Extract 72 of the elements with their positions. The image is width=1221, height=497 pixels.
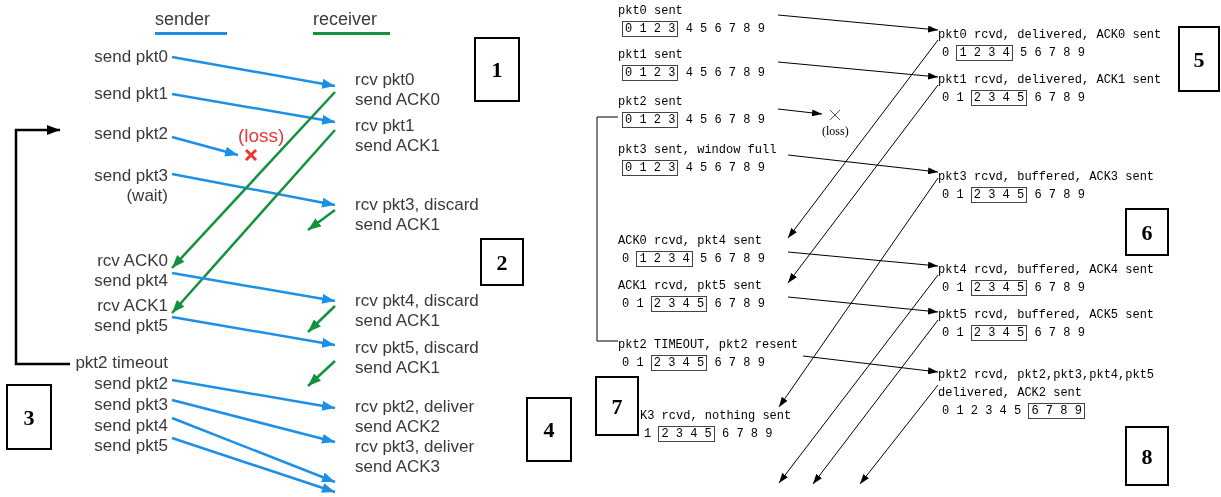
event-label: rcv pkt1 send ACK1 xyxy=(335,116,470,156)
arrow xyxy=(171,416,336,484)
arrow xyxy=(802,355,939,375)
event-label: ACK0 rcvd, pkt4 sent 0 1 2 3 4 5 6 7 8 9 xyxy=(618,232,788,270)
number-box: 1 xyxy=(474,37,520,102)
event-label: K3 rcvd, nothing sent 1 2 3 4 5 6 7 8 9 xyxy=(640,407,800,445)
arrow xyxy=(787,84,939,284)
event-label: send pkt5 xyxy=(56,436,172,457)
arrow xyxy=(171,315,336,348)
number-box: 8 xyxy=(1125,426,1169,486)
event-label: pkt3 rcvd, buffered, ACK3 sent 0 1 2 3 4 5 6 7 8 9 xyxy=(938,168,1170,206)
event-label: send pkt3 (wait) xyxy=(40,166,172,206)
arrow xyxy=(171,378,336,411)
event-label: pkt4 rcvd, buffered, ACK4 sent 0 1 2 3 4 5 6 7 8 9 xyxy=(938,261,1170,299)
event-label: rcv pkt5, discard send ACK1 xyxy=(335,338,490,378)
arrow xyxy=(171,172,336,208)
arrow xyxy=(787,154,939,175)
event-label: pkt0 sent 0 1 2 3 4 5 6 7 8 9 xyxy=(618,2,778,40)
legend-label: receiver xyxy=(313,8,378,30)
arrow xyxy=(307,360,336,387)
event-label: pkt1 sent 0 1 2 3 4 5 6 7 8 9 xyxy=(618,46,778,84)
event-label: rcv pkt3, discard send ACK1 xyxy=(335,195,485,235)
event-label: rcv ACK1 send pkt5 xyxy=(40,296,172,336)
event-label: send pkt1 xyxy=(40,84,172,105)
event-label: pkt0 rcvd, delivered, ACK0 sent 0 1 2 3 4 5 6 7 8 9 xyxy=(938,26,1170,64)
event-label: rcv pkt3, deliver send ACK3 xyxy=(335,437,500,495)
arrow xyxy=(778,274,939,484)
arrow xyxy=(14,125,70,366)
event-label: pkt5 rcvd, buffered, ACK5 sent 0 1 2 3 4 5 6 7 8 9 xyxy=(938,306,1170,344)
event-label: ACK1 rcvd, pkt5 sent 0 1 2 3 4 5 6 7 8 9 xyxy=(618,277,788,315)
event-label: rcv pkt0 send ACK0 xyxy=(335,70,470,110)
event-label: pkt2 TIMEOUT, pkt2 resent 0 1 2 3 4 5 6 7 8 9 xyxy=(618,336,803,374)
arrow xyxy=(777,14,939,33)
arrow xyxy=(777,108,823,117)
arrow xyxy=(171,129,336,314)
event-label: send pkt2 xyxy=(60,124,172,145)
arrow xyxy=(171,55,336,89)
arrow xyxy=(859,384,939,485)
event-label: rcv pkt4, discard send ACK1 xyxy=(335,291,490,331)
event-label: pkt3 sent, window full 0 1 2 3 4 5 6 7 8 9 xyxy=(618,141,788,179)
arrow xyxy=(171,436,336,494)
arrow xyxy=(171,91,336,269)
loss-label: (loss) xyxy=(238,125,285,146)
event-label: send pkt0 xyxy=(40,47,172,68)
event-label: send pkt2 xyxy=(56,374,172,395)
arrow xyxy=(777,61,939,80)
event-label: send pkt3 xyxy=(56,395,172,416)
number-box: 6 xyxy=(1125,208,1169,256)
arrow xyxy=(307,305,336,333)
arrow xyxy=(171,271,336,304)
arrow xyxy=(307,209,336,231)
arrow xyxy=(787,39,939,239)
arrow xyxy=(812,319,939,485)
arrow xyxy=(778,177,939,408)
number-box: 3 xyxy=(6,384,52,450)
arrow xyxy=(171,398,336,444)
legend-label: sender xyxy=(155,8,211,30)
arrow xyxy=(171,135,239,157)
number-box: 7 xyxy=(595,376,639,436)
event-label: pkt1 rcvd, delivered, ACK1 sent 0 1 2 3 4 5 6 7 8 9 xyxy=(938,71,1170,109)
arrow xyxy=(171,92,336,125)
number-box: 5 xyxy=(1178,26,1220,92)
event-label: pkt2 rcvd, pkt2,pkt3,pkt4,pkt5 delivered, ACK2 sent 0 1 2 3 4 5 6 7 8 9 xyxy=(938,366,1170,422)
arrow xyxy=(787,251,939,269)
event-label: pkt2 timeout xyxy=(70,353,172,374)
connector-line xyxy=(596,116,619,342)
event-label: pkt2 sent 0 1 2 3 4 5 6 7 8 9 xyxy=(618,93,778,131)
number-box: 2 xyxy=(480,238,524,286)
number-box: 4 xyxy=(526,397,572,462)
event-label: send pkt4 xyxy=(56,416,172,437)
loss-label: (loss) xyxy=(822,124,850,138)
arrow xyxy=(787,296,939,315)
